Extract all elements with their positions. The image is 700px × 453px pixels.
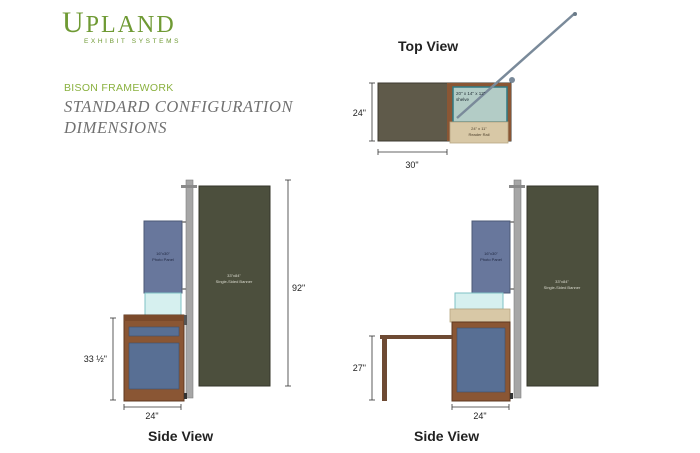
right-cabinet-clamp-bottom (510, 393, 513, 399)
left-pole (185, 179, 194, 399)
right-side-table-leg (382, 339, 387, 401)
right-photo-label-1: 16"x30" (484, 251, 498, 256)
logo-tagline: EXHIBIT SYSTEMS (84, 38, 182, 45)
left-photo-label-2: Photo Panel (152, 257, 174, 262)
top-view-arm-tip (573, 12, 577, 16)
top-view-reader-rail (449, 121, 509, 144)
right-photo-panel (471, 220, 511, 294)
upland-logo: UPLAND EXHIBIT SYSTEMS (62, 8, 182, 46)
right-table-height-dim: 27" (353, 363, 366, 373)
total-height-dim: 92" (292, 283, 305, 293)
right-banner-label-1: 33"x84" (555, 279, 569, 284)
top-view-shelf (452, 86, 508, 123)
left-cabinet-clamp-bottom (184, 393, 187, 399)
right-base-width-dim: 24" (473, 411, 486, 421)
top-view-arm (456, 13, 575, 119)
framework-label: BISON FRAMEWORK (64, 82, 174, 94)
page-title: STANDARD CONFIGURATION DIMENSIONS (64, 96, 293, 138)
right-side-table-top (380, 335, 452, 339)
right-reader-rail (449, 308, 511, 323)
left-banner-label-2: Single-Sided Banner (216, 279, 253, 284)
top-view-width-dim: 30" (405, 160, 418, 170)
side-view-left-title: Side View (148, 428, 214, 444)
right-cabinet-door (456, 327, 506, 393)
left-pole-cap (181, 185, 197, 188)
right-banner-label-2: Single-Sided Banner (544, 285, 581, 290)
right-pole-cap (509, 185, 525, 188)
page-title-line2: DIMENSIONS (64, 118, 168, 137)
left-cabinet-door (128, 342, 180, 390)
top-view-depth-dim: 24" (353, 108, 366, 118)
left-cabinet-clamp-top (184, 315, 187, 325)
side-view-right-title: Side View (414, 428, 480, 444)
right-photo-label-2: Photo Panel (480, 257, 502, 262)
left-cabinet-drawer (128, 326, 180, 337)
left-base-width-dim: 24" (145, 411, 158, 421)
right-pole (513, 179, 522, 399)
side-view-left: 33"x84" Single-Sided Banner 16"x30" Phot… (84, 179, 305, 421)
left-cabinet-top (124, 315, 184, 321)
left-glass-shelf (144, 292, 182, 316)
logo-name: PLAND (85, 12, 176, 38)
left-banner (198, 185, 271, 387)
top-view: 20" x 14" x 12" shelve 24" x 11" Reader … (353, 12, 577, 170)
logo-initial: U (62, 6, 86, 39)
side-view-right: 33"x84" Single-Sided Banner 16"x30" Phot… (353, 179, 599, 421)
top-view-shelf-label-2: shelve (456, 97, 470, 102)
top-view-shelf-label-1: 20" x 14" x 12" (456, 91, 486, 96)
right-glass-shelf (454, 292, 504, 310)
left-banner-label-1: 33"x84" (227, 273, 241, 278)
top-view-arm-joint (509, 77, 515, 83)
page-title-line1: STANDARD CONFIGURATION (64, 97, 294, 116)
top-view-rail-label-2: Reader Rail (468, 132, 489, 137)
left-photo-panel (143, 220, 183, 294)
left-photo-label-1: 16"x30" (156, 251, 170, 256)
top-view-title: Top View (398, 38, 459, 54)
left-counter-height-dim: 33 ½" (84, 354, 107, 364)
top-view-rail-label-1: 24" x 11" (471, 126, 487, 131)
right-banner (526, 185, 599, 387)
